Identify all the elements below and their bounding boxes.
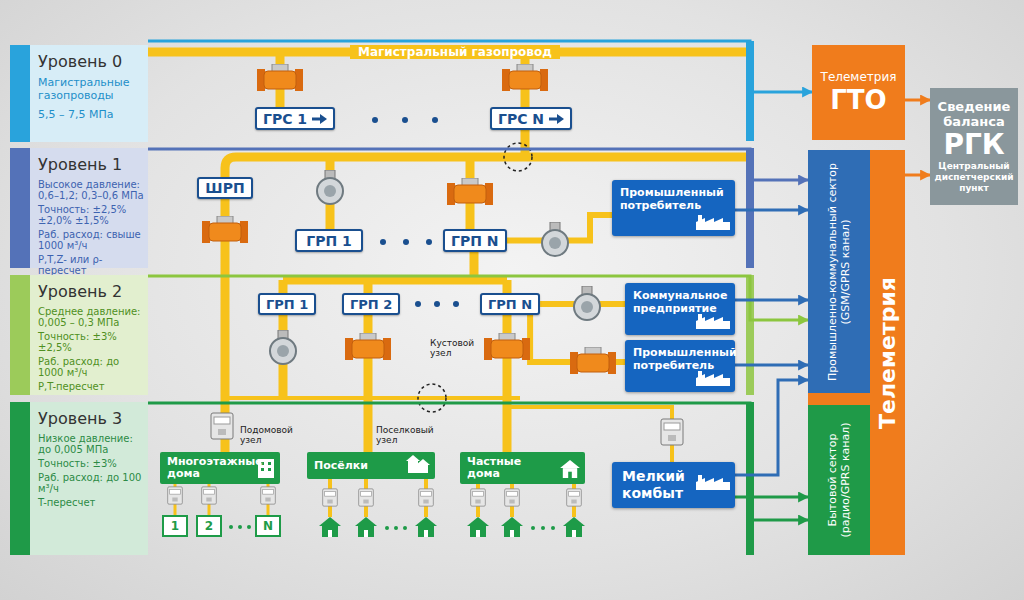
node-text: Точность: ±2,5% ±2,0% ±1,5% <box>38 204 144 226</box>
node-text: ГТО <box>830 85 886 115</box>
node-text: ГРП 2 <box>350 297 392 312</box>
level-band: Уровень 3 Низкое давление: до 0,005 МПаТо… <box>10 402 148 555</box>
consumer-box: Посёлки <box>307 452 435 479</box>
node-text: P,T,Z- или ρ-пересчет <box>38 254 144 276</box>
pipe-label: Магистральный газопровод <box>350 45 560 59</box>
node-text: ГРП 1 <box>306 233 352 249</box>
connector <box>148 149 808 180</box>
node-text: N <box>263 519 273 533</box>
node-text: Уровень 0 <box>38 52 144 71</box>
connector <box>148 403 808 520</box>
node-text: 2 <box>205 519 213 533</box>
apartment-box: 2 <box>196 515 222 537</box>
box-icon <box>696 474 730 494</box>
node-text: Магистральные газопроводы <box>38 76 144 102</box>
connector <box>735 380 808 475</box>
connector <box>735 299 808 302</box>
node-text: Высокое давление: 0,6–1,2; 0,3–0,6 МПа <box>38 179 144 201</box>
station-box: ГРП 1 <box>258 293 316 315</box>
apartment-box: N <box>255 515 281 537</box>
node-text: Раб. расход: до 1000 м³/ч <box>38 356 144 378</box>
node-text: ШРП <box>205 180 244 196</box>
node-text: 5,5 – 7,5 МПа <box>38 108 144 121</box>
connector <box>735 364 808 367</box>
node-text: Промышленный потребитель <box>620 186 729 212</box>
node-label: Кустовой узел <box>430 338 480 358</box>
box-icon <box>560 460 580 481</box>
node-text: Точность: ±3% <box>38 458 144 469</box>
level-band: Уровень 0 Магистральные газопроводы 5,5 – … <box>10 45 148 142</box>
connector <box>905 99 930 102</box>
station-box: ГРС N <box>490 107 572 130</box>
node-label: Подомовой узел <box>240 425 302 445</box>
telemetry-panel: Телеметрия Промышленно-коммунальный секто… <box>808 150 905 555</box>
node-text: ГРС 1 <box>263 111 307 127</box>
node-text: Коммунальное предприятие <box>633 289 729 315</box>
telemetry-box: ТелеметрияГТО <box>812 45 905 140</box>
station-box: ШРП <box>197 177 253 199</box>
box-icon <box>696 370 730 389</box>
station-box: ГРС 1 <box>255 107 335 130</box>
node-text: Уровень 1 <box>38 155 144 174</box>
node-text: Уровень 2 <box>38 282 144 301</box>
box-icon <box>406 455 430 476</box>
node-text: Раб. расход: до 100 м³/ч <box>38 472 144 494</box>
node-text: Промышленный потребитель <box>633 346 729 372</box>
node-text: ГРС N <box>498 111 544 127</box>
connector <box>148 41 812 92</box>
consumer-box: Промышленный потребитель <box>625 340 735 392</box>
box-icon <box>696 214 730 233</box>
node-text: P,T-пересчет <box>38 381 144 392</box>
sector-box: Бытовой сектор (радио/GPRS канал) <box>808 405 870 555</box>
consumer-box: Мелкий комбыт <box>612 462 735 508</box>
apartment-box: 1 <box>162 515 188 537</box>
station-box: ГРП N <box>480 293 540 315</box>
node-text: Бытовой сектор (радио/GPRS канал) <box>826 412 852 548</box>
balance-box: Сведение балансаРГКЦентральный диспетчер… <box>930 88 1018 205</box>
node-text: Телеметрия <box>821 70 897 85</box>
consumer-box: Коммунальное предприятие <box>625 283 735 335</box>
node-text: Мелкий комбыт <box>622 468 683 502</box>
node-text: Среднее давление: 0,005 – 0,3 МПа <box>38 306 144 328</box>
node-text: Центральный диспетчерский пункт <box>934 161 1014 194</box>
connector <box>735 496 808 499</box>
sector-box: Промышленно-коммунальный сектор (GSM/GPR… <box>808 150 870 393</box>
box-icon <box>307 114 327 124</box>
station-box: ГРП N <box>443 229 507 252</box>
node-text: Многоэтажные дома <box>167 456 263 480</box>
node-text: ГРП N <box>488 297 532 312</box>
node-text: Посёлки <box>314 460 368 472</box>
node-text: Точность: ±3% ±2,5% <box>38 331 144 353</box>
node-text: Уровень 3 <box>38 409 144 428</box>
connector <box>735 209 808 212</box>
station-box: ГРП 2 <box>342 293 400 315</box>
node-text: Раб. расход: свыше 1000 м³/ч <box>38 229 144 251</box>
node-text: Частные дома <box>467 456 555 480</box>
box-icon <box>696 313 730 332</box>
consumer-box: Многоэтажные дома <box>160 452 280 484</box>
node-text: 1 <box>171 519 179 533</box>
station-box: ГРП 1 <box>295 229 363 252</box>
consumer-box: Частные дома <box>460 452 585 484</box>
node-label: Поселковый узел <box>376 425 438 445</box>
node-text: T-пересчет <box>38 497 144 508</box>
level-band: Уровень 2 Среднее давление: 0,005 – 0,3 М… <box>10 275 148 395</box>
node-text: Промышленно-коммунальный сектор (GSM/GPR… <box>826 157 852 386</box>
connector <box>905 174 930 177</box>
box-icon <box>544 114 564 124</box>
node-text: РГК <box>943 129 1004 161</box>
consumer-box: Промышленный потребитель <box>612 180 735 236</box>
node-text: ГРП N <box>451 233 499 249</box>
node-text: Низкое давление: до 0,005 МПа <box>38 433 144 455</box>
node-text: Телеметрия <box>875 157 901 548</box>
node-text: ГРП 1 <box>266 297 308 312</box>
node-text: Сведение баланса <box>934 99 1014 129</box>
level-band: Уровень 1 Высокое давление: 0,6–1,2; 0,3–… <box>10 148 148 268</box>
